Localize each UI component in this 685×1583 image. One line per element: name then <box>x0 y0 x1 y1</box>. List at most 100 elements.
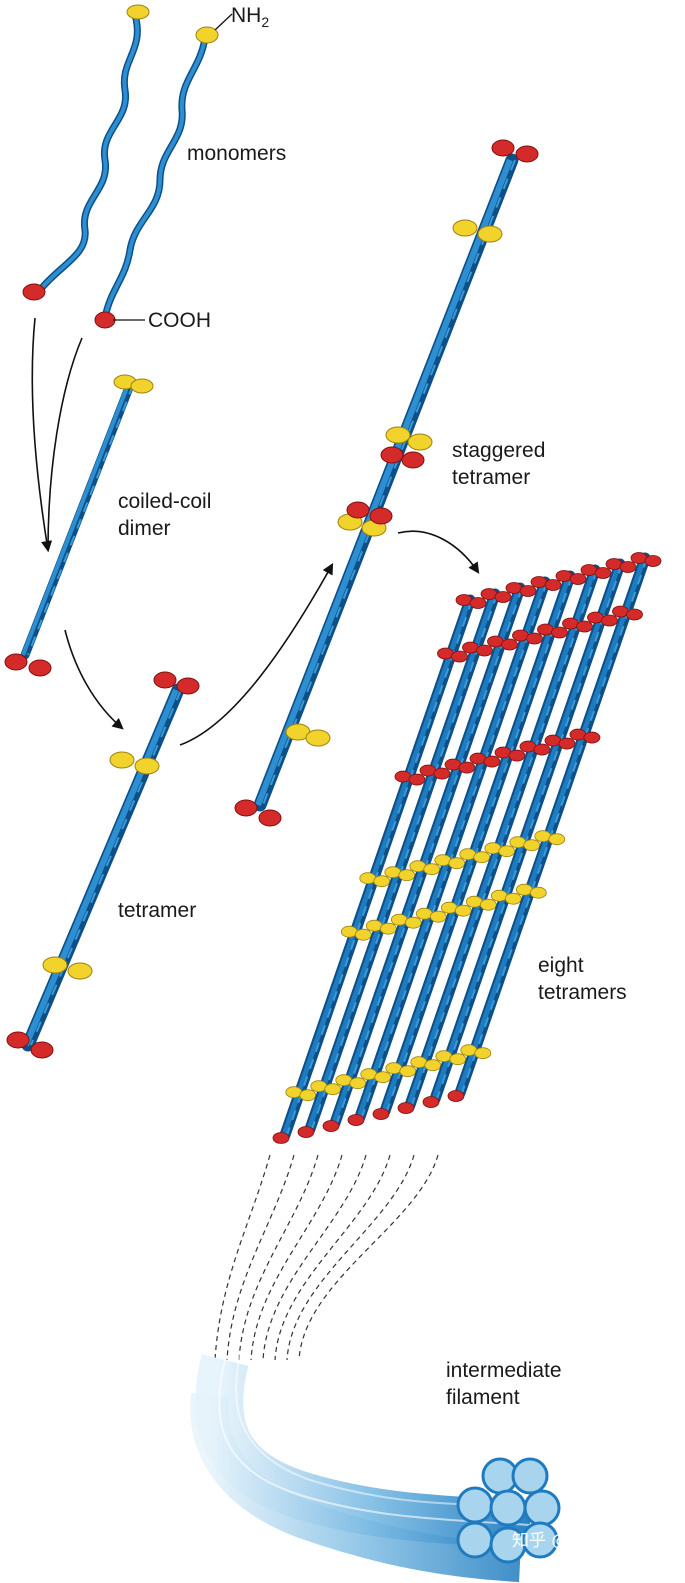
nh2-head <box>354 928 372 941</box>
cooh-tail <box>630 552 648 564</box>
monomer-left <box>22 4 150 301</box>
tetramer-strand <box>422 558 637 1108</box>
nh2-head <box>448 857 466 870</box>
nh2-head <box>473 851 491 864</box>
nh2-head <box>449 1053 467 1066</box>
nh2-head <box>324 1083 342 1096</box>
nh2-head <box>285 1086 303 1099</box>
eight-label-line2: tetramers <box>538 981 627 1004</box>
cooh-tail <box>451 650 468 663</box>
nh2-head <box>504 892 522 905</box>
nh2-head <box>548 833 566 846</box>
nh2-head <box>434 854 452 867</box>
nh2-head <box>509 836 527 849</box>
coiled-coil-label-line2: dimer <box>118 517 171 540</box>
intermediate-filament <box>190 1354 561 1582</box>
cooh-tail <box>272 1132 290 1144</box>
cooh-tail <box>462 641 479 654</box>
cooh-tail <box>576 620 593 633</box>
nh2-head <box>474 1047 492 1060</box>
nh2-head <box>340 925 358 938</box>
cooh-tail <box>551 626 568 639</box>
transition-dashed-lines <box>214 1154 439 1361</box>
dashed-line <box>286 1154 415 1361</box>
cooh-tail <box>487 635 504 648</box>
coiled-coil-label-line1: coiled-coil <box>118 490 211 513</box>
cooh-tail <box>619 561 637 573</box>
cooh-tail <box>476 644 493 657</box>
nh2-head <box>490 889 508 902</box>
cooh-tail <box>558 737 576 750</box>
nh2-head <box>465 895 483 908</box>
nh2-head <box>365 919 383 932</box>
cooh-tail <box>455 594 473 606</box>
nh2-head <box>479 898 497 911</box>
arrow-to-staggered <box>179 563 334 746</box>
nh2-head <box>384 866 402 879</box>
cooh-tail <box>569 728 587 741</box>
cooh-tail <box>519 740 537 753</box>
arrow-to-dimer-right <box>47 337 83 551</box>
cooh-tail <box>544 579 562 591</box>
dashed-line <box>250 1154 343 1361</box>
monomers-label: monomers <box>187 142 286 165</box>
tetramer-strand <box>322 582 537 1132</box>
arrow-to-tetramer <box>64 629 124 730</box>
cooh-tail <box>605 558 623 570</box>
nh2-label: NH2 <box>231 4 269 30</box>
cooh-tail <box>372 1108 390 1120</box>
nh2-head <box>459 848 477 861</box>
cooh-tail <box>322 1120 340 1132</box>
nh2-head <box>515 883 533 896</box>
cooh-tail <box>458 761 476 774</box>
cooh-tail <box>297 1126 315 1138</box>
dashed-line <box>214 1154 271 1361</box>
nh2-head <box>409 860 427 873</box>
cooh-tail <box>526 632 543 645</box>
tetramer-strand <box>272 594 487 1144</box>
tetramer-strand <box>397 564 612 1114</box>
filament-cross-section <box>456 1457 561 1564</box>
tetramer-strand <box>297 588 512 1138</box>
cooh-tail <box>437 647 454 660</box>
nh2-head <box>285 219 503 747</box>
nh2-head <box>374 1071 392 1084</box>
arrow-to-eight-tetramers <box>397 530 480 574</box>
cooh-tail <box>505 582 523 594</box>
staggered-label-line1: staggered <box>452 439 545 462</box>
cooh-tail <box>580 564 598 576</box>
staggered-tetramer <box>234 139 539 827</box>
cooh-tail <box>234 139 539 827</box>
nh2-head <box>440 901 458 914</box>
nh2-head <box>390 913 408 926</box>
cooh-tail <box>530 576 548 588</box>
cooh-tail <box>537 623 554 636</box>
cooh-tail <box>469 597 487 609</box>
nh2-head <box>423 863 441 876</box>
cooh-tail <box>612 605 629 618</box>
eight-tetramers-sheet <box>272 552 662 1144</box>
nh2-head <box>373 875 391 888</box>
cooh-tail <box>562 617 579 630</box>
cooh-tail <box>555 570 573 582</box>
cooh-tail <box>501 638 518 651</box>
cooh-tail <box>508 749 526 762</box>
nh2-head <box>195 26 219 44</box>
cooh-tail <box>483 755 501 768</box>
nh2-head <box>379 922 397 935</box>
cooh-tail <box>587 611 604 624</box>
cooh-tail <box>644 555 662 567</box>
cooh-tail <box>512 629 529 642</box>
nh2-head <box>360 1068 378 1081</box>
nh2-head <box>424 1059 442 1072</box>
nh2-head <box>534 830 552 843</box>
nh2-head <box>435 1050 453 1063</box>
cooh-tail <box>601 614 618 627</box>
tetramer-strand <box>372 570 587 1120</box>
cooh-tail <box>544 734 562 747</box>
nh2-head <box>415 907 433 920</box>
nh2-head <box>299 1089 317 1102</box>
dashed-line <box>238 1154 319 1361</box>
nh2-head <box>349 1077 367 1090</box>
